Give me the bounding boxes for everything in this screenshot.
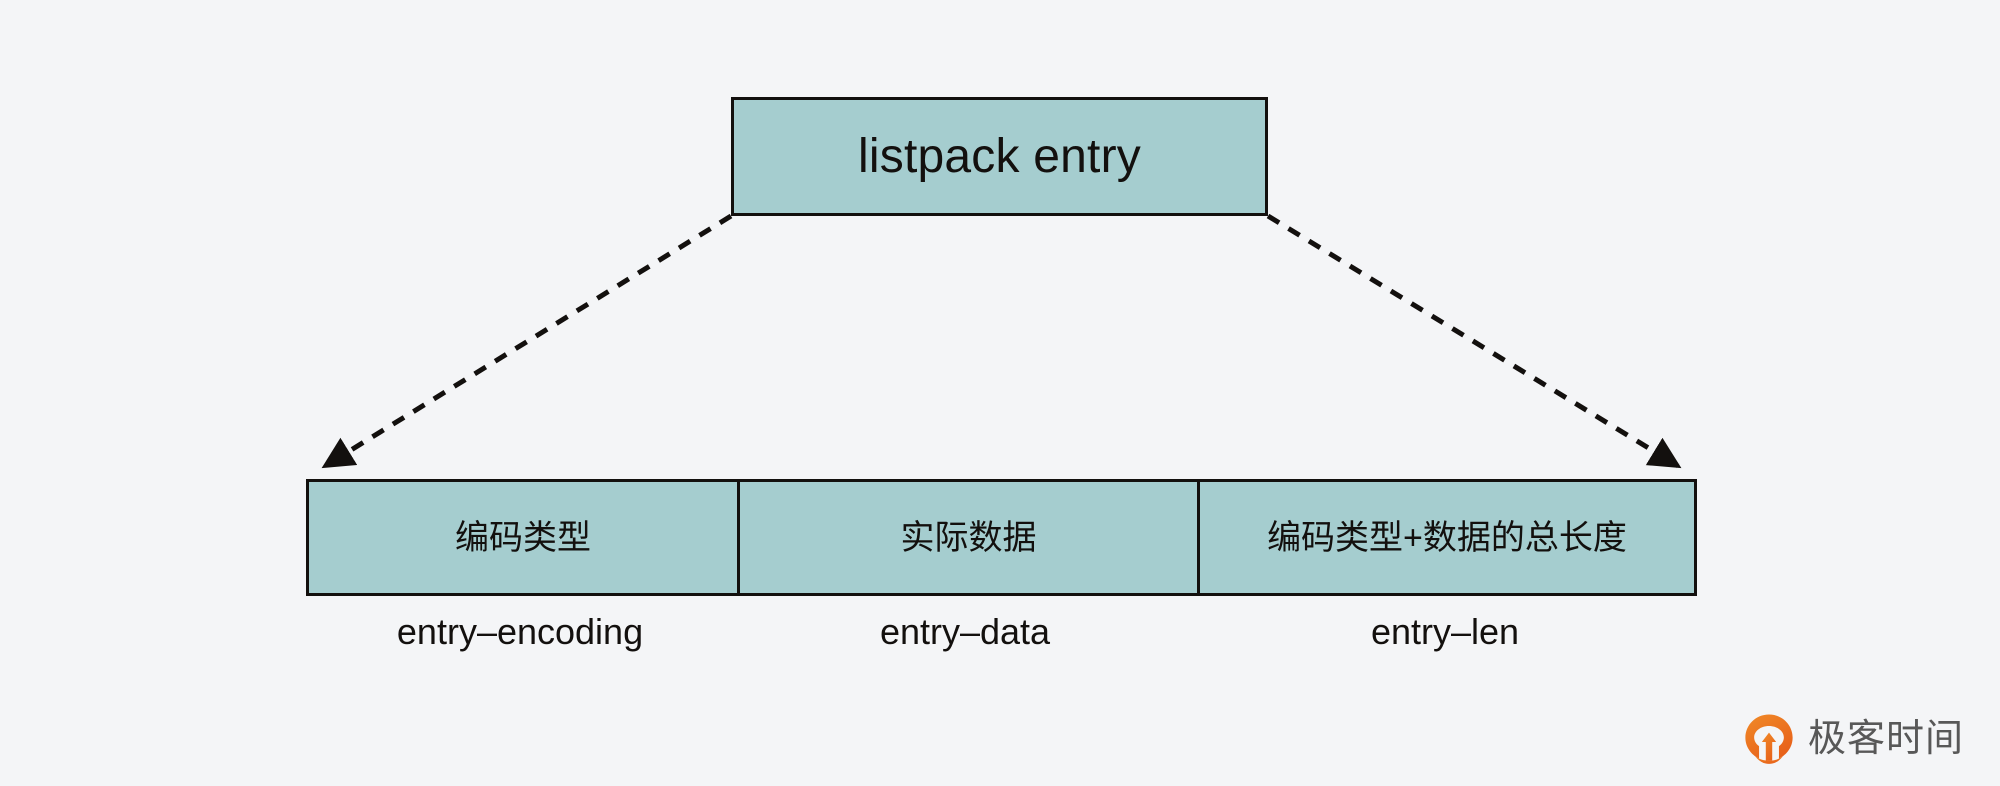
watermark-brand-label: 极客时间 bbox=[1808, 718, 1965, 760]
entry-segment-encoding-label: 编码类型 bbox=[455, 518, 591, 557]
entry-layout-bar: 编码类型 实际数据 编码类型+数据的总长度 bbox=[306, 479, 1697, 596]
entry-segment-data-label: 实际数据 bbox=[900, 518, 1037, 557]
caption-entry-len: entry–len bbox=[1370, 611, 1520, 652]
entry-segment-encoding: 编码类型 bbox=[309, 482, 737, 593]
caption-entry-data: entry–data bbox=[879, 611, 1051, 652]
listpack-entry-node: listpack entry bbox=[731, 97, 1268, 216]
left-expand-arrow bbox=[321, 213, 733, 469]
geektime-logo-icon bbox=[1745, 714, 1793, 764]
right-expand-arrow bbox=[1266, 213, 1682, 469]
watermark: 极客时间 bbox=[1742, 712, 1964, 766]
listpack-entry-label: listpack entry bbox=[858, 129, 1141, 183]
entry-segment-data: 实际数据 bbox=[737, 482, 1197, 593]
entry-segment-len-label: 编码类型+数据的总长度 bbox=[1267, 518, 1627, 557]
entry-segment-len: 编码类型+数据的总长度 bbox=[1197, 482, 1694, 593]
caption-entry-encoding: entry–encoding bbox=[396, 611, 644, 652]
